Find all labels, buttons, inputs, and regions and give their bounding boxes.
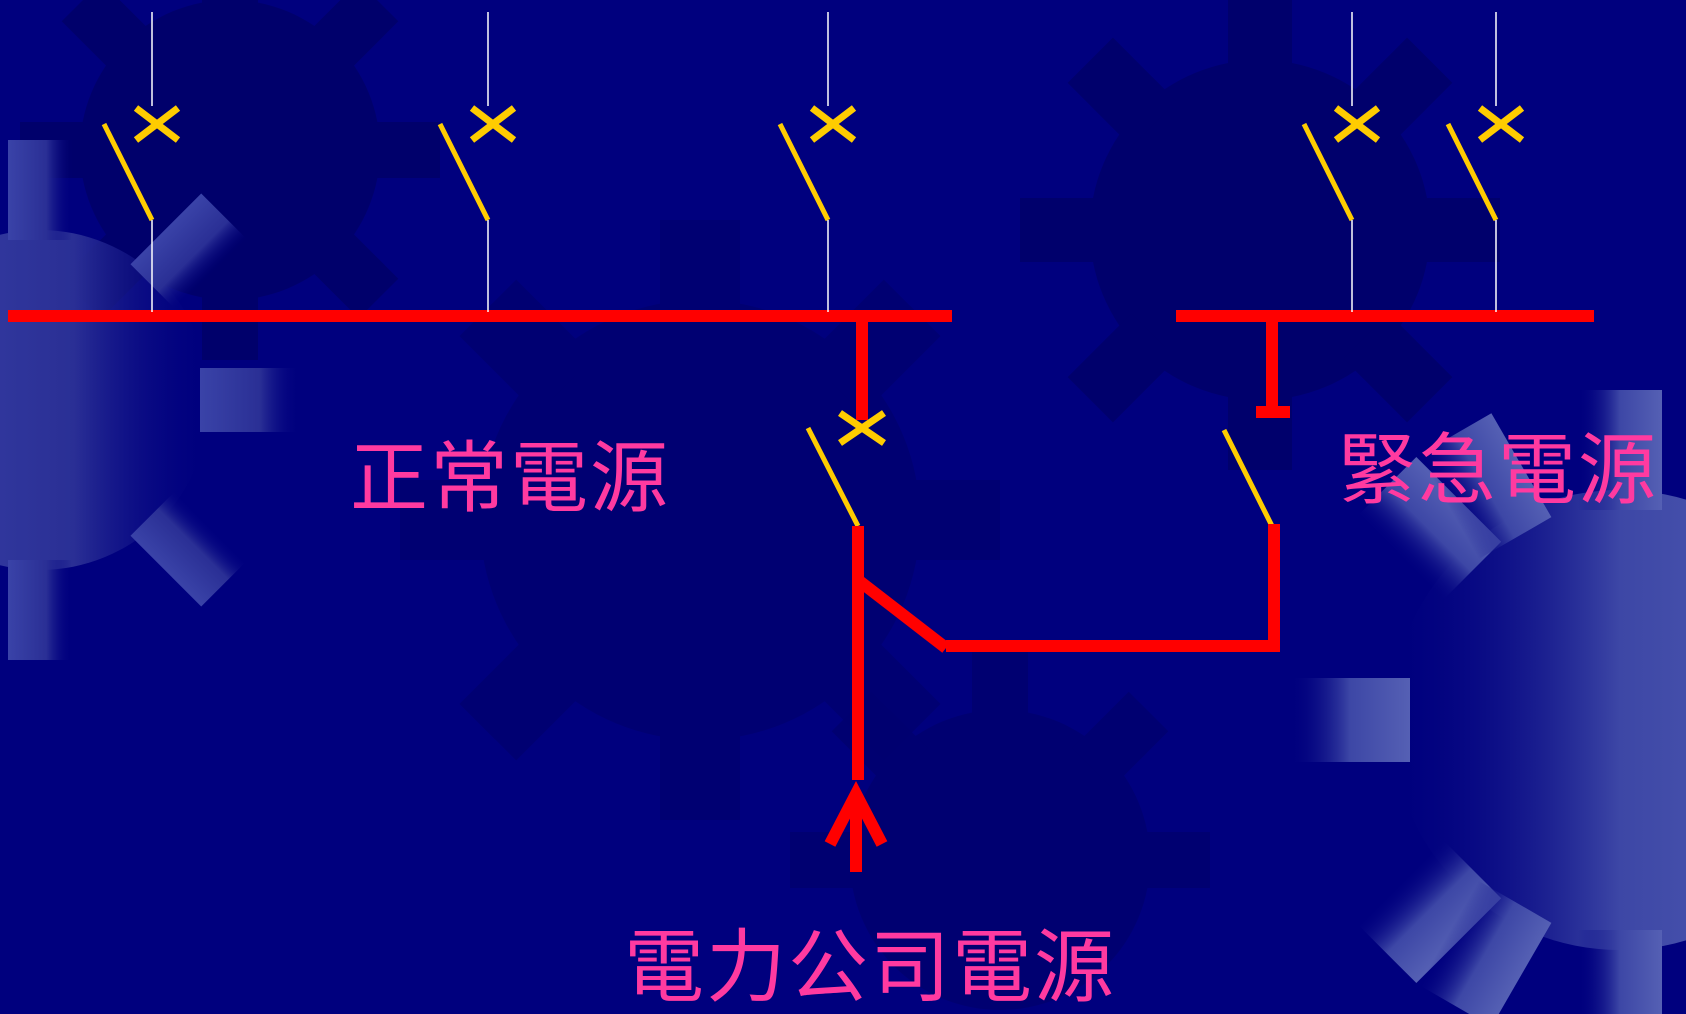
emergency-power-label: 緊急電源	[1338, 426, 1659, 516]
utility-power-label: 電力公司電源	[624, 921, 1116, 1014]
feeder-breaker	[1445, 12, 1525, 312]
utility-supply-arrow-icon	[824, 780, 888, 872]
feeder-breaker	[437, 12, 517, 312]
feeder-breaker	[1301, 12, 1381, 312]
gear-icon	[1290, 390, 1686, 1014]
emergency-switch	[1221, 316, 1290, 528]
feeder-breaker	[777, 12, 857, 312]
normal-power-label: 正常電源	[350, 434, 671, 524]
main-breaker	[805, 316, 886, 528]
gear-icon	[20, 0, 440, 360]
feeder-breaker	[101, 12, 181, 312]
transfer-connection	[852, 524, 1280, 780]
